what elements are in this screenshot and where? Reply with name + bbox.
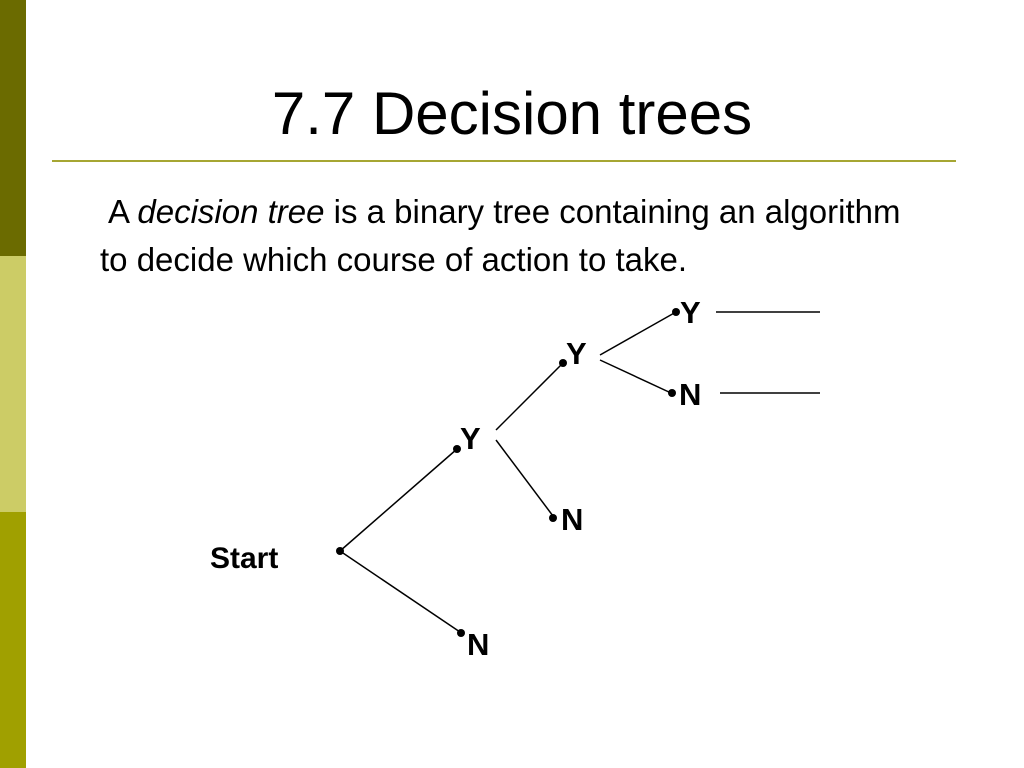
- paragraph-lead: A: [108, 193, 129, 230]
- edge-start-to-y1: [339, 448, 458, 552]
- node-dot-y3: [672, 308, 680, 316]
- edge-start-to-n1: [339, 550, 461, 633]
- title-underline: [52, 160, 956, 162]
- edge-y2-to-n3: [599, 359, 672, 394]
- body-paragraph: A decision tree is a binary tree contain…: [100, 188, 920, 284]
- node-dot-y2: [559, 359, 567, 367]
- paragraph-term: decision tree: [137, 193, 325, 230]
- edge-y1-to-n2: [495, 439, 554, 517]
- node-dot-n3: [668, 389, 676, 397]
- sidebar-segment-dark: [0, 0, 26, 256]
- sidebar-segment-mid: [0, 512, 26, 768]
- node-dot-start: [336, 547, 344, 555]
- node-dot-n2: [549, 514, 557, 522]
- node-dot-n1: [457, 629, 465, 637]
- node-label-y2: Y: [566, 336, 587, 371]
- node-label-start: Start: [210, 542, 278, 575]
- paragraph-rest: is a binary tree containing an algorithm…: [100, 193, 901, 278]
- node-label-n2: N: [561, 502, 583, 537]
- node-label-n1: N: [467, 627, 489, 662]
- node-label-y3: Y: [680, 295, 701, 330]
- edge-y2-to-y3: [599, 311, 677, 356]
- node-label-y1: Y: [460, 421, 481, 456]
- sidebar-segment-light: [0, 256, 26, 512]
- sidebar-accent: [0, 0, 26, 768]
- node-label-n3: N: [679, 377, 701, 412]
- slide-title: 7.7 Decision trees: [271, 80, 753, 147]
- edge-y1-to-y2: [495, 362, 564, 431]
- node-dot-y1: [453, 445, 461, 453]
